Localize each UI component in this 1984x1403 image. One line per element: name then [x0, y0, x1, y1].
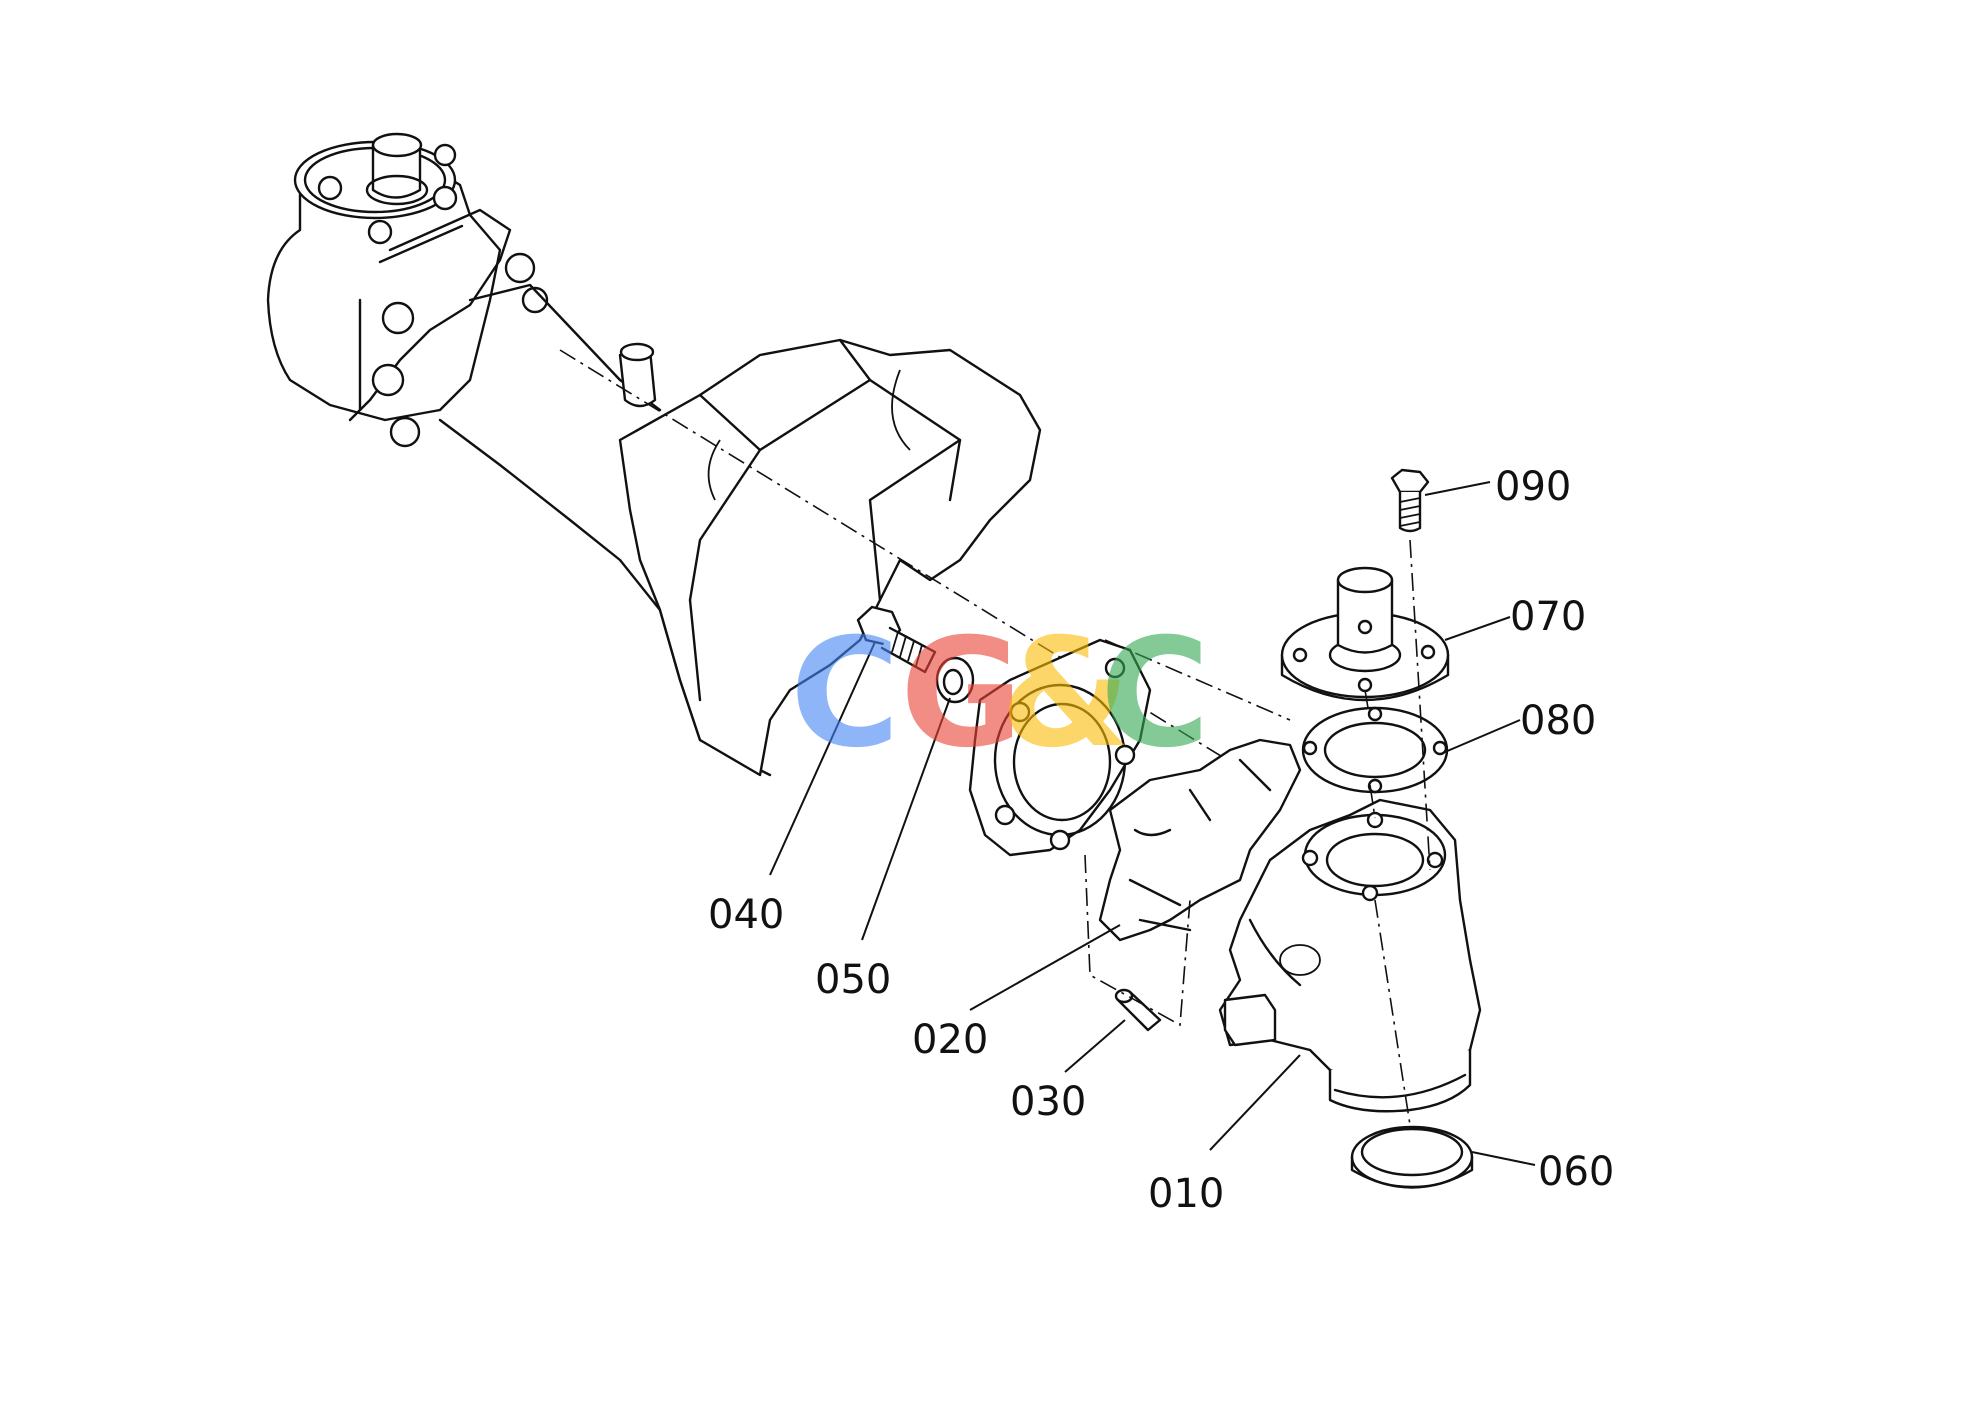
- watermark-letter: C: [1100, 607, 1210, 781]
- gasket-020: [1098, 738, 1302, 942]
- axle-housing: [266, 132, 1261, 781]
- watermark-logo: C G & C: [790, 607, 1210, 781]
- bolt-040: [856, 605, 937, 674]
- bolt-head: [381, 301, 415, 335]
- bolt-head: [317, 175, 343, 201]
- bolt-head: [504, 252, 536, 284]
- bolt-head: [521, 286, 549, 314]
- label-060: 060: [1538, 1149, 1614, 1195]
- watermark-letter: C: [790, 607, 900, 781]
- pin-030: [1114, 988, 1162, 1032]
- label-080: 080: [1520, 698, 1596, 744]
- label-040: 040: [708, 892, 784, 938]
- watermark-letter: G: [900, 607, 1023, 781]
- bolt-head: [433, 143, 457, 167]
- watermark-letter: &: [1000, 607, 1131, 781]
- bolt-head: [367, 219, 393, 245]
- axle-flange: [968, 638, 1152, 857]
- steering-knuckle-010: [1218, 798, 1482, 1113]
- label-030: 030: [1010, 1079, 1086, 1125]
- washer-050: [935, 656, 975, 704]
- part-labels: 090 070 080 040 050 020 030 010 060: [708, 464, 1614, 1217]
- label-070: 070: [1510, 594, 1586, 640]
- bolt-head: [389, 416, 421, 448]
- label-050: 050: [815, 957, 891, 1003]
- bolt-090: [1390, 468, 1430, 533]
- kingpin-flange-070: [1280, 566, 1450, 702]
- assembly-lines: [1084, 539, 1431, 1126]
- gasket-080: [1301, 706, 1449, 794]
- bolt-head: [432, 185, 458, 211]
- seal-ring-060: [1350, 1125, 1474, 1189]
- bolt-head: [371, 363, 405, 397]
- label-010: 010: [1148, 1171, 1224, 1217]
- label-020: 020: [912, 1017, 988, 1063]
- label-090: 090: [1495, 464, 1571, 510]
- leader-lines: [769, 481, 1536, 1166]
